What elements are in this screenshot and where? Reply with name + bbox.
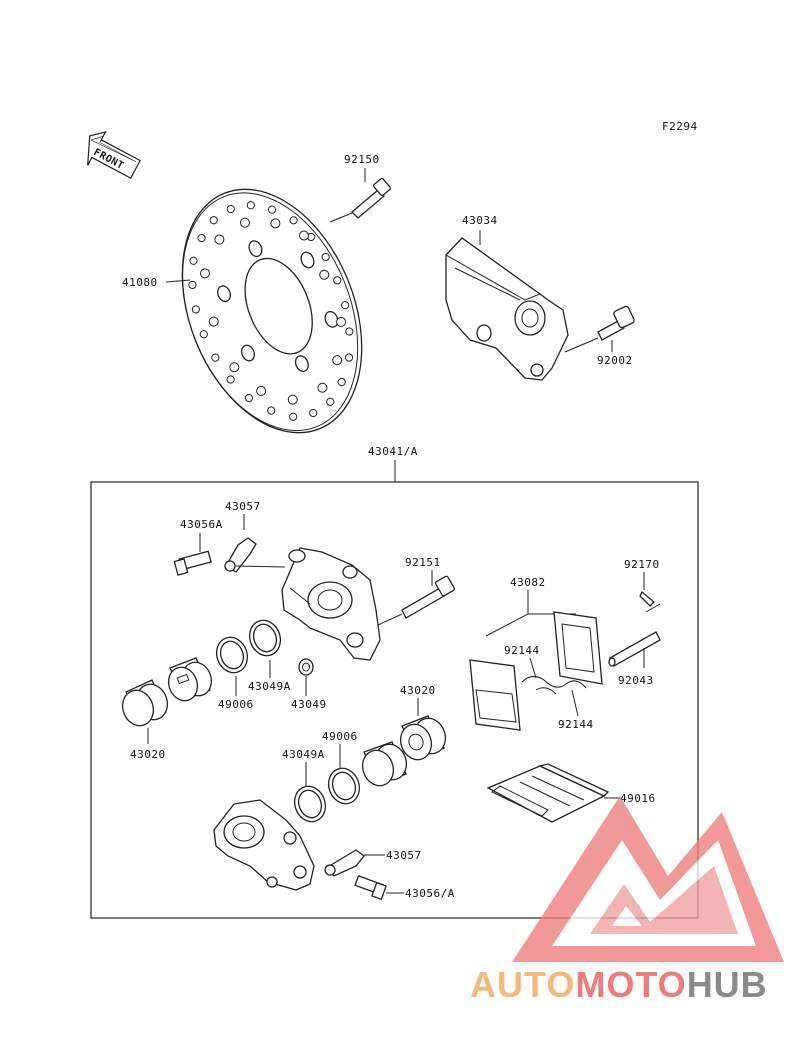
label-43041a: 43041/A <box>368 445 418 458</box>
caliper-assembly-box <box>90 481 699 919</box>
label-49006-upper: 49006 <box>218 698 254 711</box>
disc-bolt <box>351 177 391 219</box>
label-49016: 49016 <box>620 792 656 805</box>
bleed-valve-lower <box>354 875 387 901</box>
logo-part-moto: MOTO <box>575 964 687 1005</box>
caliper-bracket <box>445 237 569 381</box>
bracket-bolt <box>597 305 635 341</box>
piston-lower-b <box>361 741 408 787</box>
label-41080: 41080 <box>122 276 158 289</box>
bleed-cap-lower <box>324 849 365 877</box>
label-92002: 92002 <box>597 354 633 367</box>
caliper-bolt <box>401 575 455 619</box>
caliper-body-upper <box>281 547 381 661</box>
brake-pad-rear <box>553 611 603 685</box>
clip <box>639 590 661 613</box>
label-92151: 92151 <box>405 556 441 569</box>
label-43034: 43034 <box>462 214 498 227</box>
label-43049a-upper: 43049A <box>248 680 291 693</box>
pad-pin <box>608 631 661 667</box>
logo-part-auto: AUTO <box>470 964 576 1005</box>
piston-lower-a <box>399 715 447 761</box>
label-92043: 92043 <box>618 674 654 687</box>
seal-upper <box>215 636 249 674</box>
caliper-body-lower <box>213 799 315 891</box>
label-92170: 92170 <box>624 558 660 571</box>
label-43020-left: 43020 <box>130 748 166 761</box>
label-49006-lower: 49006 <box>322 730 358 743</box>
brake-pad-front <box>469 659 521 731</box>
piston-upper-b <box>167 657 213 702</box>
automotohub-logo-mark <box>512 796 784 962</box>
brake-disc <box>181 188 363 434</box>
piston-upper-a <box>121 679 169 727</box>
bleed-cap <box>224 537 257 573</box>
label-43056a-lower: 43056/A <box>405 887 455 900</box>
seal-lower <box>327 767 361 805</box>
label-43049a-lower: 43049A <box>282 748 325 761</box>
label-92144-b: 92144 <box>558 718 594 731</box>
piston-ring-lower <box>293 785 327 823</box>
label-43020-right: 43020 <box>400 684 436 697</box>
front-arrow-icon <box>87 130 141 179</box>
label-43049: 43049 <box>291 698 327 711</box>
label-92144-a: 92144 <box>504 644 540 657</box>
label-43057-lower: 43057 <box>386 849 422 862</box>
small-ring <box>298 658 314 676</box>
pad-spring <box>521 676 587 695</box>
label-43082: 43082 <box>510 576 546 589</box>
automotohub-logo: AUTOMOTOHUB <box>470 964 768 1006</box>
logo-part-hub: HUB <box>686 964 768 1005</box>
diagram-id: F2294 <box>662 120 698 133</box>
label-43056a: 43056A <box>180 518 223 531</box>
piston-ring-upper <box>248 619 282 657</box>
pad-holder <box>486 763 610 823</box>
label-43057-top: 43057 <box>225 500 261 513</box>
label-92150: 92150 <box>344 153 380 166</box>
bleed-valve <box>173 550 212 576</box>
